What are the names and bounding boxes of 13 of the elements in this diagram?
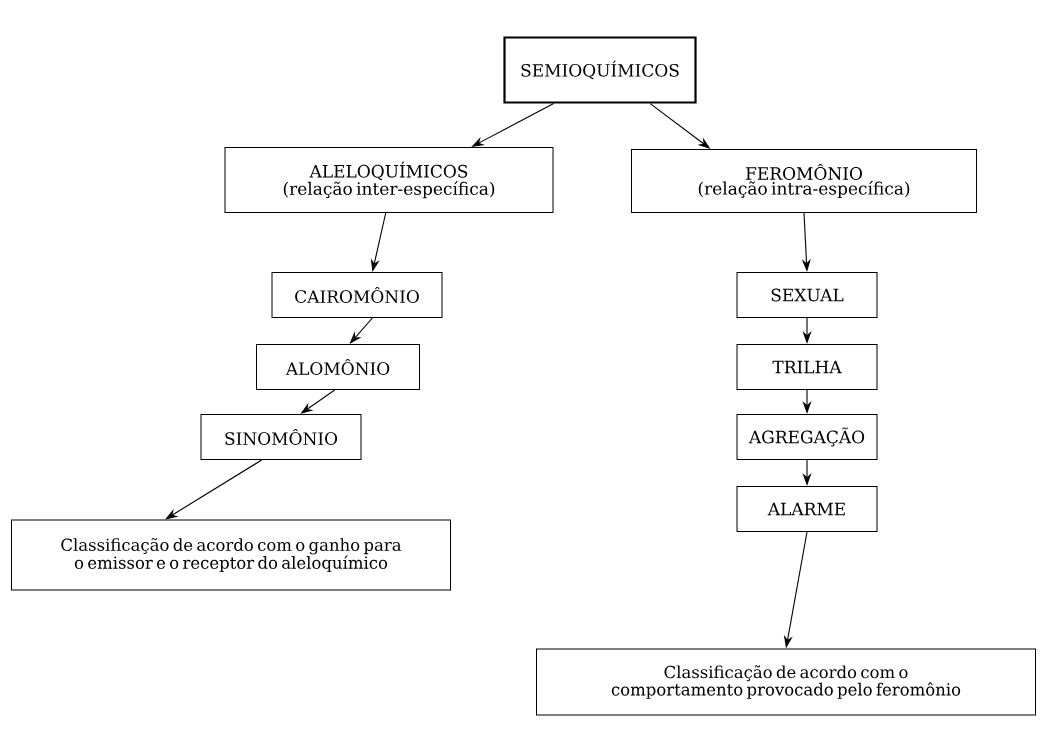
category-box: ALELOQUÍMICOS (relação inter-específica) [224,147,554,213]
category-box: CAIROMÔNIO [271,272,443,318]
category-box: ALARME [736,486,878,532]
category-box: SEXUAL [736,272,878,318]
arrow [165,459,263,520]
category-box: SINOMÔNIO [200,414,362,460]
note-box: Classificação de acordo com o ganho para o emissor e o receptor do aleloquímico [11,519,451,591]
category-box: AGREGAÇÃO [736,414,878,460]
note-box: Classificação de acordo com o comportamento provocado pelo feromônio [536,648,1036,716]
category-box: TRILHA [736,344,878,390]
category-box: FEROMÔNIO (relação intra-específica) [631,149,977,213]
category-box: SEMIOQUÍMICOS [503,36,697,104]
category-box: ALOMÔNIO [256,344,420,390]
